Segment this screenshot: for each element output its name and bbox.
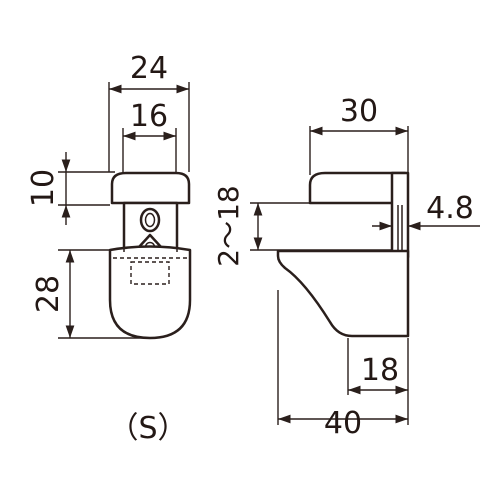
dim-top-length: 30 xyxy=(309,94,409,175)
side-cap xyxy=(308,171,407,205)
front-hidden-nut xyxy=(130,261,170,285)
front-view: 24 16 10 28 xyxy=(26,51,192,446)
dim-overall-width: 24 xyxy=(108,51,190,172)
side-view: 30 2～18 4.8 18 40 xyxy=(212,94,480,441)
dim-16-text: 16 xyxy=(130,99,168,134)
side-bracket-body xyxy=(276,249,410,338)
dim-cap-height: 10 xyxy=(26,152,115,225)
dim-bottom-length: 18 xyxy=(347,338,409,425)
front-view-label: （S） xyxy=(108,411,187,446)
dim-18-text: 18 xyxy=(361,353,399,388)
dim-2-18-text: 2～18 xyxy=(212,185,245,266)
side-wall-plate xyxy=(390,171,410,259)
dim-overall-length: 40 xyxy=(277,290,408,441)
dim-4-8-text: 4.8 xyxy=(426,191,474,226)
dim-28-text: 28 xyxy=(31,275,66,313)
dim-40-text: 40 xyxy=(324,406,362,441)
dim-inner-width: 16 xyxy=(122,99,177,172)
dim-24-text: 24 xyxy=(130,51,168,86)
dim-thickness: 4.8 xyxy=(372,191,480,231)
front-body xyxy=(108,245,192,340)
front-oval-hole xyxy=(139,207,161,233)
dim-10-text: 10 xyxy=(26,169,61,207)
front-cap xyxy=(110,171,191,205)
dim-30-text: 30 xyxy=(340,94,378,129)
